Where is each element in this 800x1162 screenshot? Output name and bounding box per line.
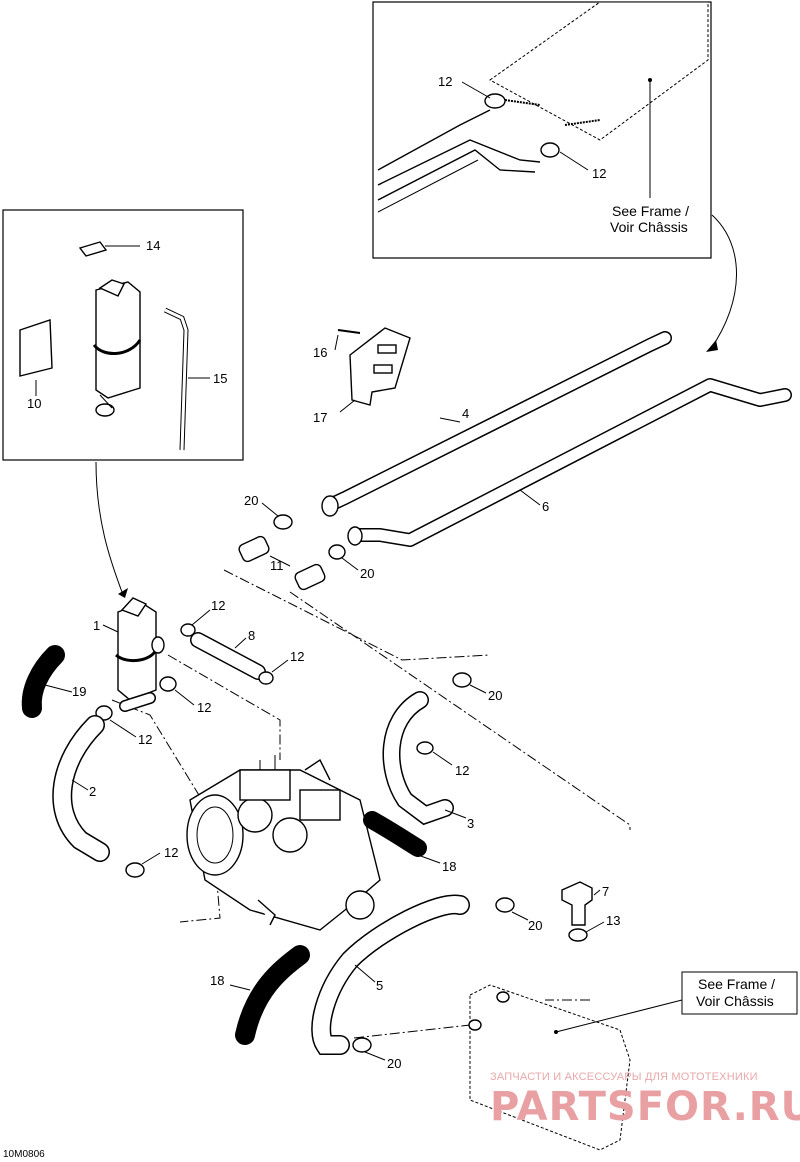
callout-17: 17: [313, 410, 327, 425]
hose-2: 2 12: [52, 715, 178, 878]
callout-12-a: 12: [211, 598, 225, 613]
callout-20-d: 20: [387, 1056, 401, 1071]
callout-10: 10: [27, 396, 41, 411]
frame-detail-inset: 12 12 See Frame / Voir Châssis: [372, 1, 712, 259]
clamps-upper-left: 12 12 12: [95, 598, 225, 747]
hose-18-lower: 18: [210, 945, 310, 1045]
callout-12-f: 12: [455, 763, 469, 778]
callout-14: 14: [146, 238, 160, 253]
see-frame-box-lower: See Frame / Voir Châssis: [681, 971, 798, 1015]
watermark-tagline: ЗАПЧАСТИ И АКСЕССУАРЫ ДЛЯ МОТОТЕХНИКИ: [490, 1071, 758, 1083]
callout-2: 2: [89, 784, 96, 799]
callout-15: 15: [213, 371, 227, 386]
hose-19: 19: [21, 645, 86, 718]
see-frame-line1-top: See Frame /: [612, 203, 689, 219]
callout-12-inset-a: 12: [438, 74, 452, 89]
callout-12-c: 12: [138, 732, 152, 747]
callout-11: 11: [270, 558, 284, 573]
reservoir-detail-inset: 10 14 15: [2, 209, 244, 461]
callout-20-e: 20: [528, 918, 542, 933]
upper-fittings: 20 11 20: [238, 493, 374, 591]
see-frame-line1-bottom: See Frame /: [698, 976, 775, 992]
callout-20-c: 20: [488, 688, 502, 703]
callout-20-b: 20: [360, 566, 374, 581]
callout-7: 7: [602, 884, 609, 899]
pipe-6: 6: [347, 378, 792, 547]
coolant-reservoir-1: 1: [93, 597, 165, 701]
elbow-7: 7 13: [561, 881, 620, 942]
hose-5: 5 20: [311, 894, 470, 1071]
callout-12-inset-b: 12: [592, 166, 606, 181]
callout-12-e: 12: [164, 845, 178, 860]
callout-18-a: 18: [442, 859, 456, 874]
see-frame-line2-bottom: Voir Châssis: [696, 993, 774, 1009]
callout-12-d: 12: [290, 649, 304, 664]
callout-1: 1: [93, 618, 100, 633]
pipe-4: 4: [321, 331, 672, 517]
callout-4: 4: [462, 406, 469, 421]
see-frame-line2-top: Voir Châssis: [610, 219, 688, 235]
callout-12-b: 12: [197, 700, 211, 715]
hose-3: 12 3: [382, 691, 474, 831]
callout-6: 6: [542, 499, 549, 514]
callout-18-b: 18: [210, 973, 224, 988]
callout-16: 16: [313, 345, 327, 360]
hose-8: 8 12: [190, 628, 304, 685]
engine-block: [186, 755, 381, 931]
diagram-code: 10M0806: [3, 1149, 45, 1160]
callout-5: 5: [376, 978, 383, 993]
bracket-assembly: 16 17: [313, 327, 411, 425]
callout-13: 13: [606, 913, 620, 928]
watermark-logo: PARTSFOR.RU: [490, 1084, 800, 1130]
frame-panel-lower: [468, 984, 683, 1151]
hose-18-upper: 18: [363, 811, 456, 874]
callout-20-a: 20: [244, 493, 258, 508]
callout-8: 8: [248, 628, 255, 643]
callout-3: 3: [467, 816, 474, 831]
callout-19: 19: [72, 684, 86, 699]
